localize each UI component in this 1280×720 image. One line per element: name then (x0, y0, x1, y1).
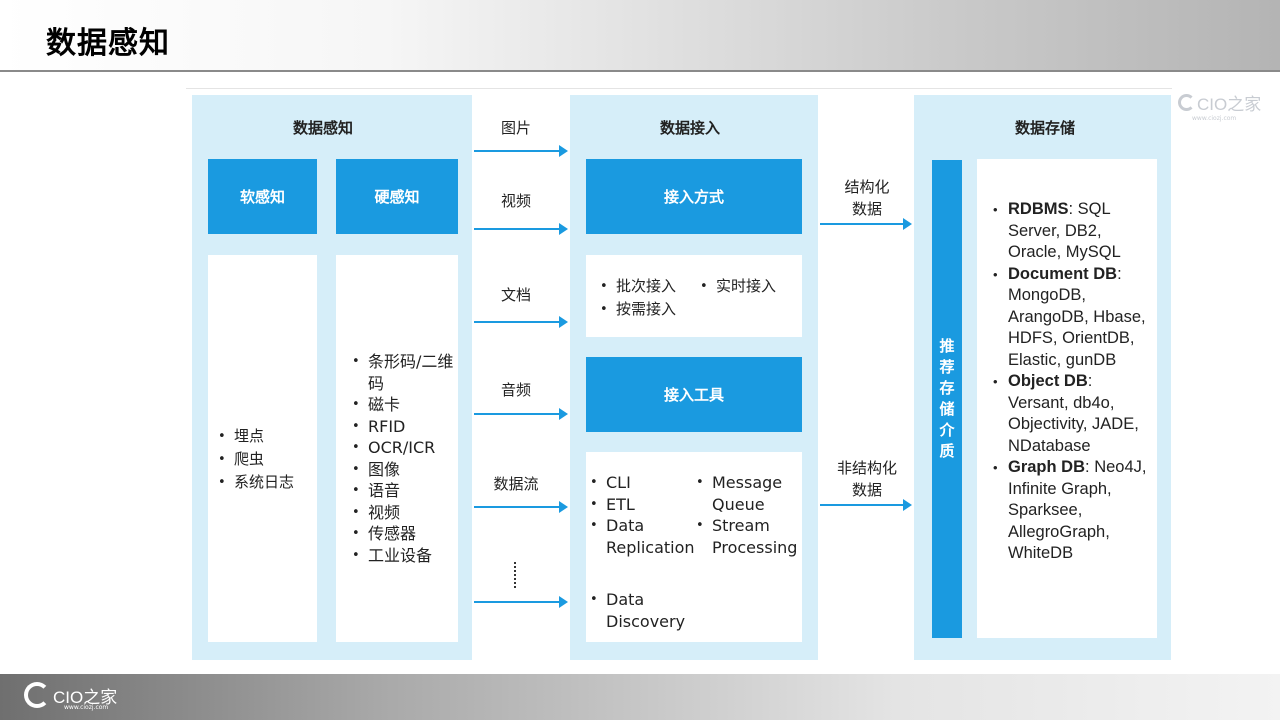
list-item: Object DB: Versant, db4o, Objectivity, J… (993, 371, 1153, 457)
source-label-audio: 音频 (500, 381, 531, 399)
unstructured-data-label: 非结构化 数据 (836, 459, 897, 499)
list-item: CLI (590, 472, 694, 494)
divider (186, 88, 1172, 89)
list-item: 磁卡 (352, 394, 456, 416)
soft-perception-box: 软感知 (208, 159, 317, 234)
list-item: 爬虫 (218, 448, 294, 471)
slide-footer: CIO之家 www.ciozj.com (0, 674, 1280, 720)
storage-title: 数据存储 (1014, 119, 1075, 137)
list-item: RFID (352, 416, 456, 438)
ingestion-panel: 数据接入 接入方式 批次接入 实时接入 按需接入 接入工具 CLI ETL Da… (570, 95, 818, 660)
list-item: 语音 (352, 480, 456, 502)
cio-logo-icon (24, 682, 50, 708)
arrow-structured (820, 218, 912, 230)
footer-url: www.ciozj.com (64, 704, 109, 711)
source-label-documents: 文档 (500, 286, 531, 304)
watermark-logo: CIO之家 (1178, 90, 1261, 115)
list-item: 视频 (352, 502, 456, 524)
hard-perception-list: 条形码/二维码 磁卡 RFID OCR/ICR 图像 语音 视频 传感器 工业设… (352, 351, 456, 566)
ingestion-method-box: 接入方式 (586, 159, 802, 234)
list-item: 按需接入 (600, 298, 700, 321)
list-item: Message Queue (696, 472, 802, 515)
arrow-video (474, 223, 568, 235)
list-item: 条形码/二维码 (352, 351, 456, 394)
list-item: ETL (590, 494, 694, 516)
ingestion-tool-list-left: CLI ETL Data Replication (590, 472, 695, 558)
arrow-audio (474, 408, 568, 420)
hard-perception-box: 硬感知 (336, 159, 458, 234)
arrow-more (474, 596, 568, 608)
list-item: Stream Processing (696, 515, 802, 558)
arrow-images (474, 145, 568, 157)
list-item: 图像 (352, 459, 456, 481)
soft-perception-list-box: 埋点 爬虫 系统日志 (208, 255, 317, 642)
list-item: Document DB: MongoDB, ArangoDB, Hbase, H… (993, 264, 1153, 372)
recommended-storage-medium-bar: 推荐存储介质 (932, 160, 962, 638)
ingestion-tool-box: 接入工具 (586, 357, 802, 432)
hard-perception-list-box: 条形码/二维码 磁卡 RFID OCR/ICR 图像 语音 视频 传感器 工业设… (336, 255, 458, 642)
arrow-unstructured (820, 499, 912, 511)
list-item: 传感器 (352, 523, 456, 545)
structured-data-label: 结构化 数据 (844, 178, 890, 218)
ingestion-title: 数据接入 (659, 119, 720, 137)
storage-panel: 数据存储 RDBMS: SQL Server, DB2, Oracle, MyS… (914, 95, 1171, 660)
arrow-datastream (474, 501, 568, 513)
perception-panel: 数据感知 软感知 硬感知 埋点 爬虫 系统日志 条形码/二维码 磁卡 RFID … (192, 95, 472, 660)
list-item: RDBMS: SQL Server, DB2, Oracle, MySQL (993, 199, 1153, 264)
list-item: OCR/ICR (352, 437, 456, 459)
more-dots (514, 562, 516, 588)
ingestion-method-list-box: 批次接入 实时接入 按需接入 (586, 255, 802, 337)
list-item: Data Discovery (590, 589, 694, 632)
ingestion-method-list: 批次接入 实时接入 按需接入 (600, 275, 800, 321)
recommended-storage-medium-label: 推荐存储介质 (939, 337, 955, 460)
storage-list: RDBMS: SQL Server, DB2, Oracle, MySQL Do… (993, 199, 1153, 565)
list-item: 工业设备 (352, 545, 456, 567)
list-item: 埋点 (218, 425, 294, 448)
source-label-datastream: 数据流 (493, 475, 539, 493)
soft-perception-list: 埋点 爬虫 系统日志 (218, 425, 294, 494)
source-label-video: 视频 (500, 192, 531, 210)
watermark-text: CIO之家 (1197, 95, 1262, 114)
watermark-url: www.ciozj.com (1192, 115, 1237, 122)
source-label-images: 图片 (500, 119, 531, 137)
ingestion-tool-list-right: Message Queue Stream Processing (696, 472, 802, 558)
list-item: 实时接入 (700, 275, 800, 298)
footer-logo-text: CIO之家 (53, 687, 118, 707)
storage-list-box: RDBMS: SQL Server, DB2, Oracle, MySQL Do… (977, 159, 1157, 638)
ingestion-tool-list-bottom: Data Discovery (590, 589, 694, 632)
list-item: Data Replication (590, 515, 695, 558)
page-title: 数据感知 (46, 26, 170, 61)
list-item: 批次接入 (600, 275, 700, 298)
list-item: Graph DB: Neo4J, Infinite Graph, Sparkse… (993, 457, 1153, 565)
ingestion-tool-list-box: CLI ETL Data Replication Message Queue S… (586, 452, 802, 642)
slide-header: 数据感知 (0, 0, 1280, 72)
perception-title: 数据感知 (292, 119, 353, 137)
arrow-documents (474, 316, 568, 328)
footer-logo: CIO之家 (24, 682, 117, 708)
cio-logo-icon (1178, 94, 1195, 111)
list-item: 系统日志 (218, 471, 294, 494)
